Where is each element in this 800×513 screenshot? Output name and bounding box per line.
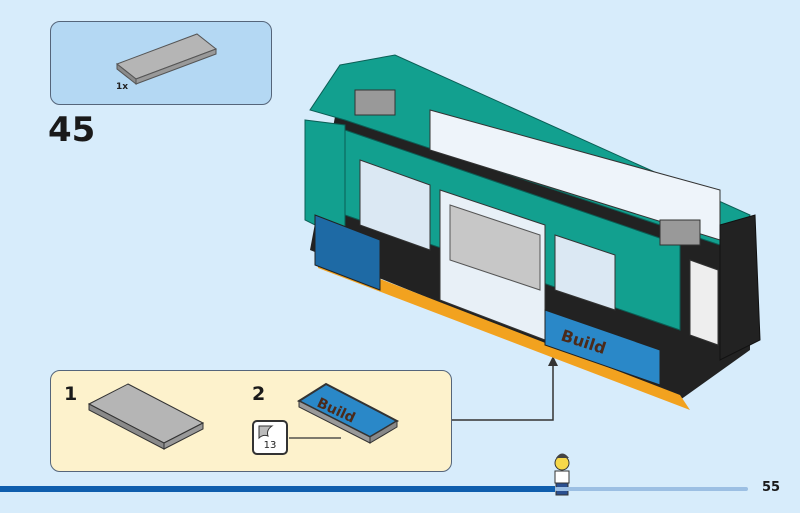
sticker-reference: 13 bbox=[252, 420, 288, 455]
printed-build-tile-icon: Build bbox=[296, 382, 400, 444]
page-progress-remaining bbox=[555, 487, 748, 491]
part-quantity: 1x bbox=[116, 82, 129, 92]
sub-assembly-box: Build 1 2 bbox=[50, 370, 452, 472]
gray-tile-icon bbox=[87, 383, 205, 450]
parts-list-box: 1x bbox=[50, 21, 272, 105]
sub-step-number: 1 bbox=[64, 383, 78, 405]
sub-assembly-parts: Build bbox=[87, 382, 400, 450]
page-number: 55 bbox=[762, 480, 781, 495]
sticker-icon bbox=[258, 425, 274, 440]
page-progress-bar bbox=[0, 486, 555, 492]
step-number: 45 bbox=[48, 110, 96, 150]
sticker-number: 13 bbox=[263, 440, 277, 451]
gray-tile-icon bbox=[115, 33, 218, 86]
sub-step-number: 2 bbox=[252, 383, 266, 405]
